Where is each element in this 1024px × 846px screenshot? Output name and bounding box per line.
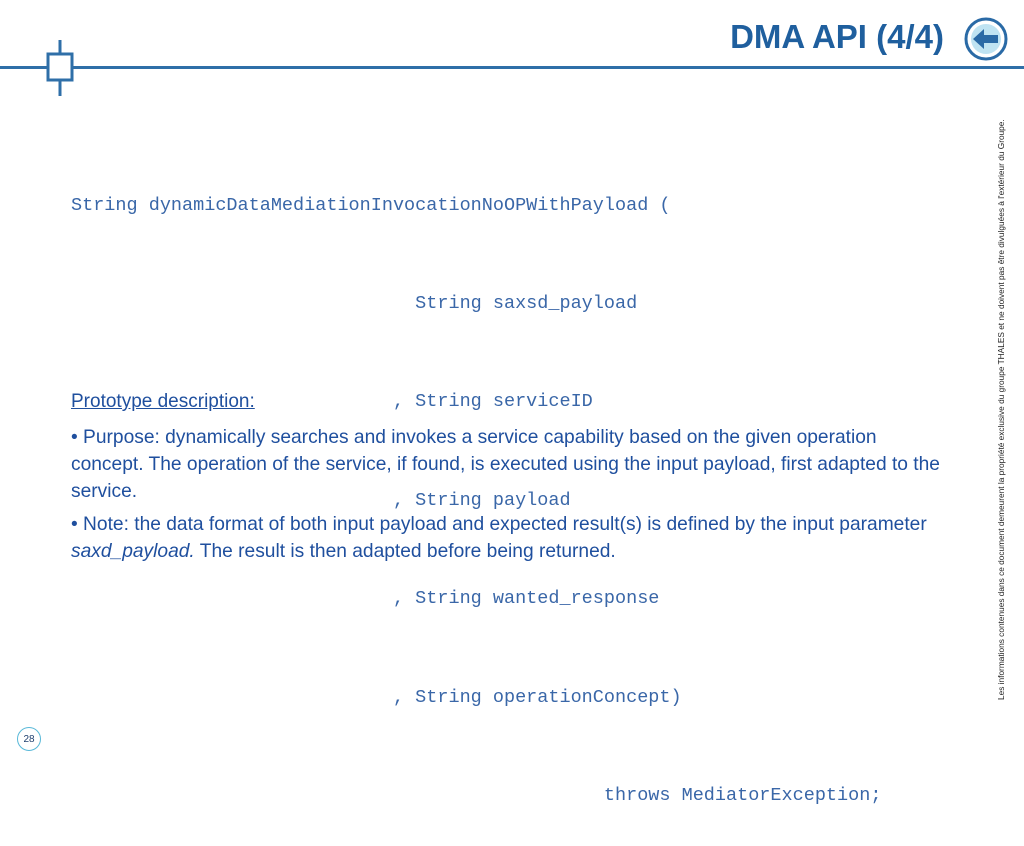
code-line: String saxsd_payload [71,292,638,314]
prototype-heading: Prototype description: [71,391,255,412]
note-paragraph: • Note: the data format of both input pa… [71,511,941,565]
code-line: throws MediatorException; [71,784,882,806]
slide-title: DMA API (4/4) [730,18,944,55]
code-line: , String payload [71,489,571,511]
back-arrow-icon[interactable] [963,16,1009,62]
confidentiality-notice: Les informations contenues dans ce docum… [996,119,1006,700]
note-suffix: The result is then adapted before being … [194,541,616,562]
note-param: saxd_payload. [71,541,195,562]
page-number: 28 [17,727,41,751]
code-line: , String serviceID [71,391,593,413]
code-line: String dynamicDataMediationInvocationNoO… [71,194,671,216]
crosshair-mark-icon [46,40,74,96]
note-prefix: • Note: the data format of both input pa… [71,514,927,535]
title-divider [0,66,1024,69]
code-line: , String wanted_response [71,588,660,610]
code-line: , String operationConcept) [71,686,682,708]
purpose-paragraph: • Purpose: dynamically searches and invo… [71,427,940,502]
